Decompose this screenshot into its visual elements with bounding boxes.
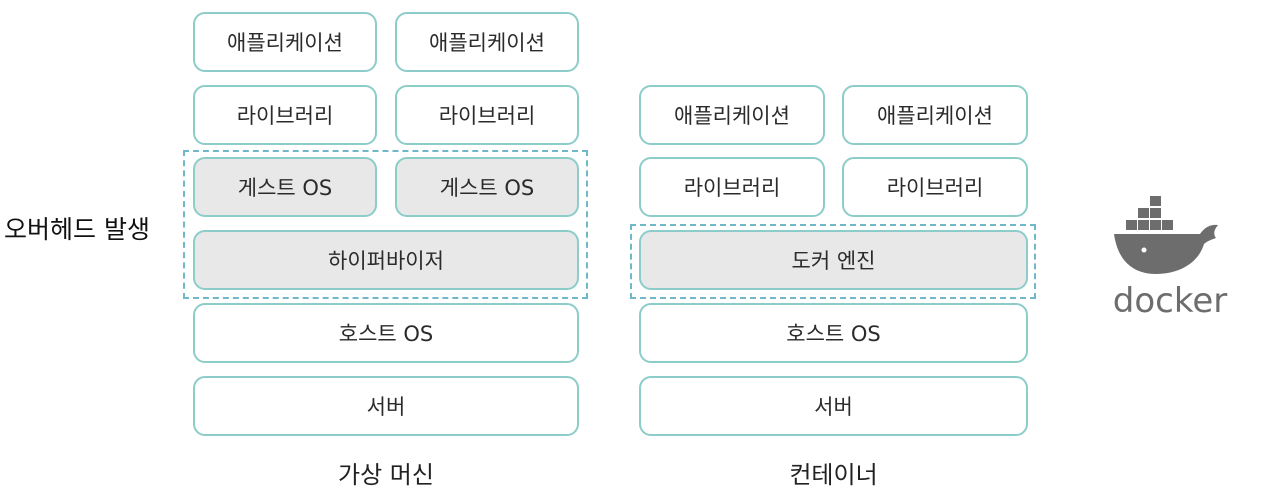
overhead-label: 오버헤드 발생	[4, 215, 150, 244]
container-caption: 컨테이너	[789, 461, 878, 489]
vm-library-2: 라이브러리	[395, 85, 579, 145]
vm-guest-os-2: 게스트 OS	[395, 157, 579, 217]
container-server: 서버	[639, 376, 1028, 436]
vm-host-os: 호스트 OS	[193, 303, 579, 363]
vm-server: 서버	[193, 376, 579, 436]
container-engine-region	[630, 224, 1036, 299]
docker-wordmark: docker	[1113, 281, 1227, 318]
container-library-1: 라이브러리	[639, 157, 825, 217]
vm-app-1: 애플리케이션	[193, 12, 377, 72]
container-docker-engine: 도커 엔진	[639, 230, 1028, 290]
vm-library-1: 라이브러리	[193, 85, 377, 145]
vm-guest-os-1: 게스트 OS	[193, 157, 377, 217]
vm-overhead-region	[183, 150, 588, 299]
container-host-os: 호스트 OS	[639, 303, 1028, 363]
vm-hypervisor: 하이퍼바이저	[193, 230, 579, 290]
container-app-2: 애플리케이션	[842, 85, 1028, 145]
vm-caption: 가상 머신	[338, 461, 434, 489]
container-app-1: 애플리케이션	[639, 85, 825, 145]
docker-logo: docker	[1100, 188, 1240, 321]
docker-whale-icon: docker	[1113, 196, 1227, 321]
vm-app-2: 애플리케이션	[395, 12, 579, 72]
container-library-2: 라이브러리	[842, 157, 1028, 217]
